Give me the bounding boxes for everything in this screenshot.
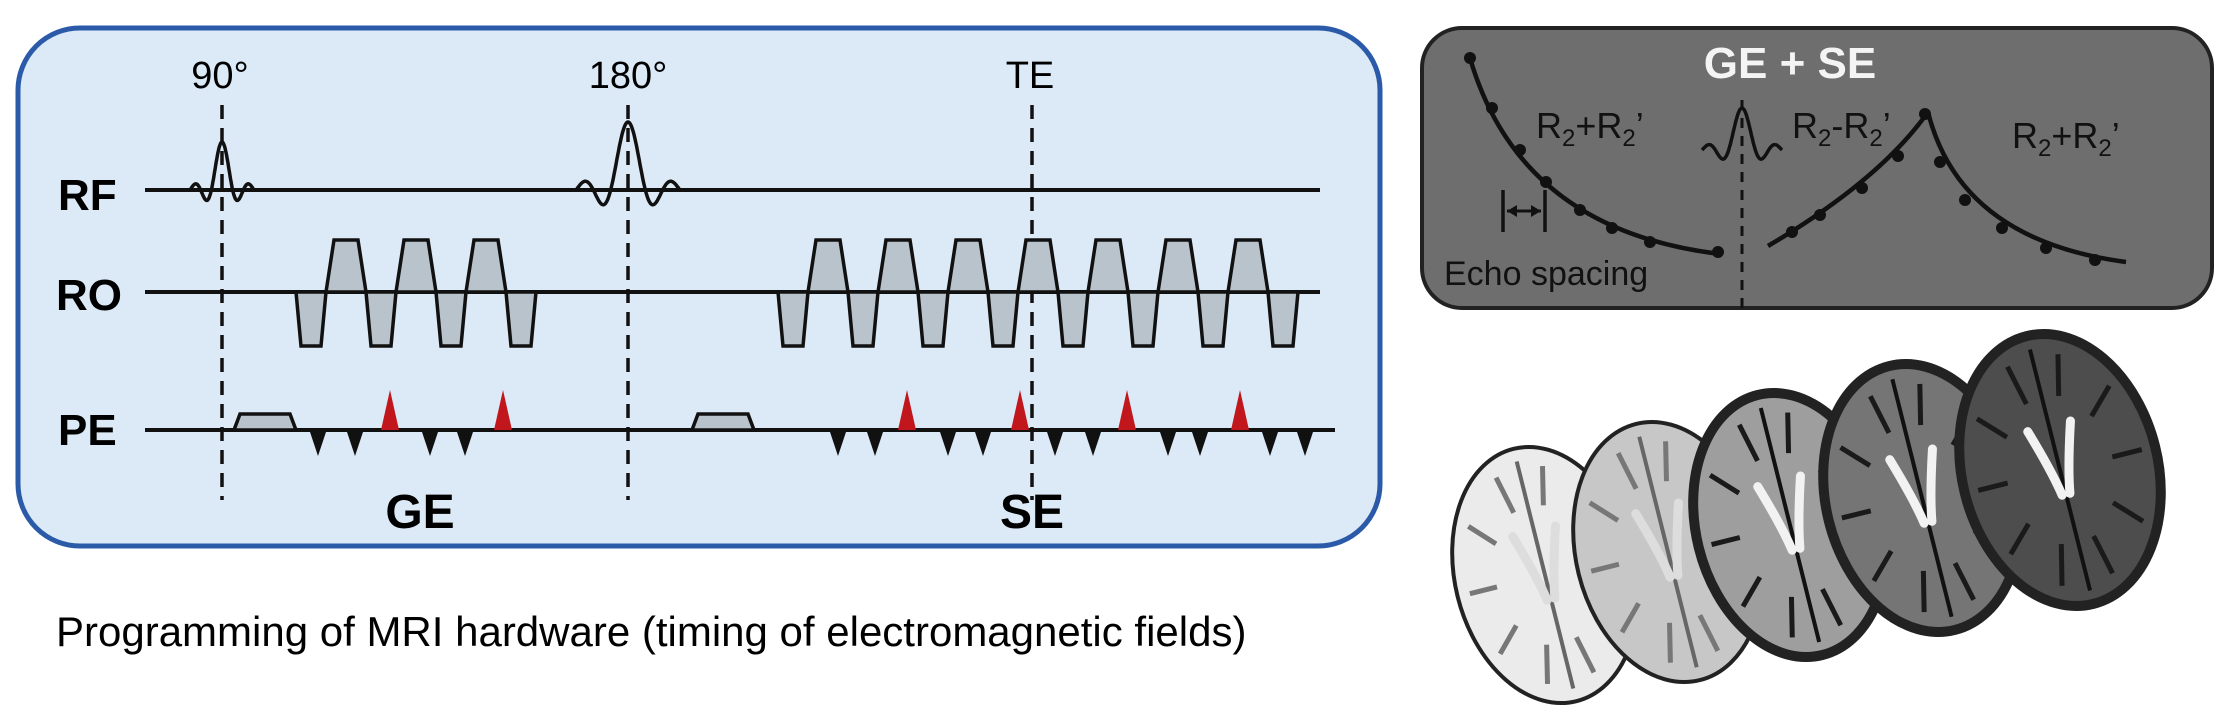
pe-blip-negative xyxy=(310,432,326,456)
signal-evolution-panel: GE + SE R2+R2’ R2-R2’ R2+R2’ Echo spacin… xyxy=(1420,26,2214,315)
ro-positive-lobe xyxy=(1015,238,1061,294)
brain-slice xyxy=(1954,329,2166,611)
sample-point xyxy=(2089,254,2101,266)
ro-gradient-train-ge xyxy=(294,238,538,348)
ro-negative-lobe xyxy=(776,290,810,348)
ro-negative-lobe xyxy=(1266,290,1300,348)
ro-positive-lobe xyxy=(805,238,851,294)
signal-panel-title: GE + SE xyxy=(1704,39,1876,88)
sample-point xyxy=(2040,242,2052,254)
sample-point xyxy=(1574,204,1586,216)
sample-point xyxy=(1919,108,1931,120)
decay-curve-se xyxy=(1925,111,2127,265)
rf-90-label: 90° xyxy=(191,55,248,97)
ro-positive-lobe xyxy=(1085,238,1131,294)
rf-180-pulse xyxy=(574,120,682,207)
sample-point xyxy=(1786,226,1798,238)
ro-positive-lobe xyxy=(945,238,991,294)
echo-spacing-indicator xyxy=(1501,190,1547,232)
ro-positive-lobe xyxy=(875,238,921,294)
pulse-sequence-diagram: 90° 180° TE RF RO PE GE SE xyxy=(15,25,1383,549)
sample-point xyxy=(1540,176,1552,188)
pe-blip-negative xyxy=(867,432,883,456)
ro-negative-lobe xyxy=(434,290,468,348)
row-label-rf: RF xyxy=(58,171,117,220)
figure-caption: Programming of MRI hardware (timing of e… xyxy=(56,608,1247,655)
rate-label-left: R2+R2’ xyxy=(1536,105,1644,152)
sample-point xyxy=(1644,236,1656,248)
rate-label-middle: R2-R2’ xyxy=(1792,105,1891,152)
pe-prephaser-ge xyxy=(231,412,299,432)
pe-blip-positive xyxy=(494,390,512,430)
rf-180-label: 180° xyxy=(589,55,668,97)
pe-blip-positive xyxy=(1118,390,1136,430)
signal-sample-points xyxy=(1464,52,2101,266)
ro-positive-lobe xyxy=(1155,238,1201,294)
sample-point xyxy=(1996,222,2008,234)
sample-point xyxy=(1892,150,1904,162)
section-label-ge: GE xyxy=(385,486,454,539)
ro-negative-lobe xyxy=(1126,290,1160,348)
signal-panel-frame xyxy=(1420,26,2214,310)
te-label: TE xyxy=(1006,55,1055,97)
section-label-se: SE xyxy=(1000,486,1064,539)
pe-blip-negative xyxy=(940,432,956,456)
sample-point xyxy=(1712,246,1724,258)
pe-blip-negative xyxy=(1262,432,1278,456)
sample-point xyxy=(1814,209,1826,221)
ro-negative-lobe xyxy=(504,290,538,348)
ro-gradient-train-se xyxy=(776,238,1300,348)
pe-blip-negative xyxy=(347,432,363,456)
pe-blip-negative xyxy=(1192,432,1208,456)
brain-image-stack xyxy=(1450,329,2166,706)
sample-point xyxy=(1464,52,1476,64)
sample-point xyxy=(1856,182,1868,194)
pe-blip-positive xyxy=(898,390,916,430)
ro-negative-lobe xyxy=(294,290,328,348)
decay-curve-ge xyxy=(1467,57,1721,257)
pe-blip-negative xyxy=(457,432,473,456)
ro-positive-lobe xyxy=(463,238,509,294)
pe-blip-negative xyxy=(422,432,438,456)
ro-positive-lobe xyxy=(393,238,439,294)
row-label-ro: RO xyxy=(56,271,122,320)
sample-point xyxy=(1934,156,1946,168)
sample-point xyxy=(1606,222,1618,234)
refocusing-pulse-icon xyxy=(1700,106,1784,161)
ro-negative-lobe xyxy=(916,290,950,348)
ro-negative-lobe xyxy=(1196,290,1230,348)
ro-negative-lobe xyxy=(986,290,1020,348)
pe-blip-positive xyxy=(1231,390,1249,430)
ro-positive-lobe xyxy=(323,238,369,294)
rf-90-pulse xyxy=(188,140,256,203)
ro-negative-lobe xyxy=(1056,290,1090,348)
ro-negative-lobe xyxy=(846,290,880,348)
ro-positive-lobe xyxy=(1225,238,1271,294)
pe-blip-negative xyxy=(975,432,991,456)
pe-blip-negative xyxy=(1297,432,1313,456)
echo-spacing-label: Echo spacing xyxy=(1444,255,1648,293)
sequence-panel-frame xyxy=(15,25,1383,549)
sample-point xyxy=(1959,194,1971,206)
pe-blips xyxy=(310,390,1313,456)
pe-blip-negative xyxy=(1085,432,1101,456)
ro-negative-lobe xyxy=(364,290,398,348)
pe-blip-negative xyxy=(1160,432,1176,456)
row-label-pe: PE xyxy=(58,406,117,455)
pe-blip-negative xyxy=(1047,432,1063,456)
sample-point xyxy=(1514,144,1526,156)
pe-blip-positive xyxy=(1011,390,1029,430)
rate-label-right: R2+R2’ xyxy=(2012,115,2120,162)
pe-blip-negative xyxy=(830,432,846,456)
pe-blip-positive xyxy=(381,390,399,430)
pe-prephaser-se xyxy=(689,412,757,432)
sample-point xyxy=(1486,102,1498,114)
